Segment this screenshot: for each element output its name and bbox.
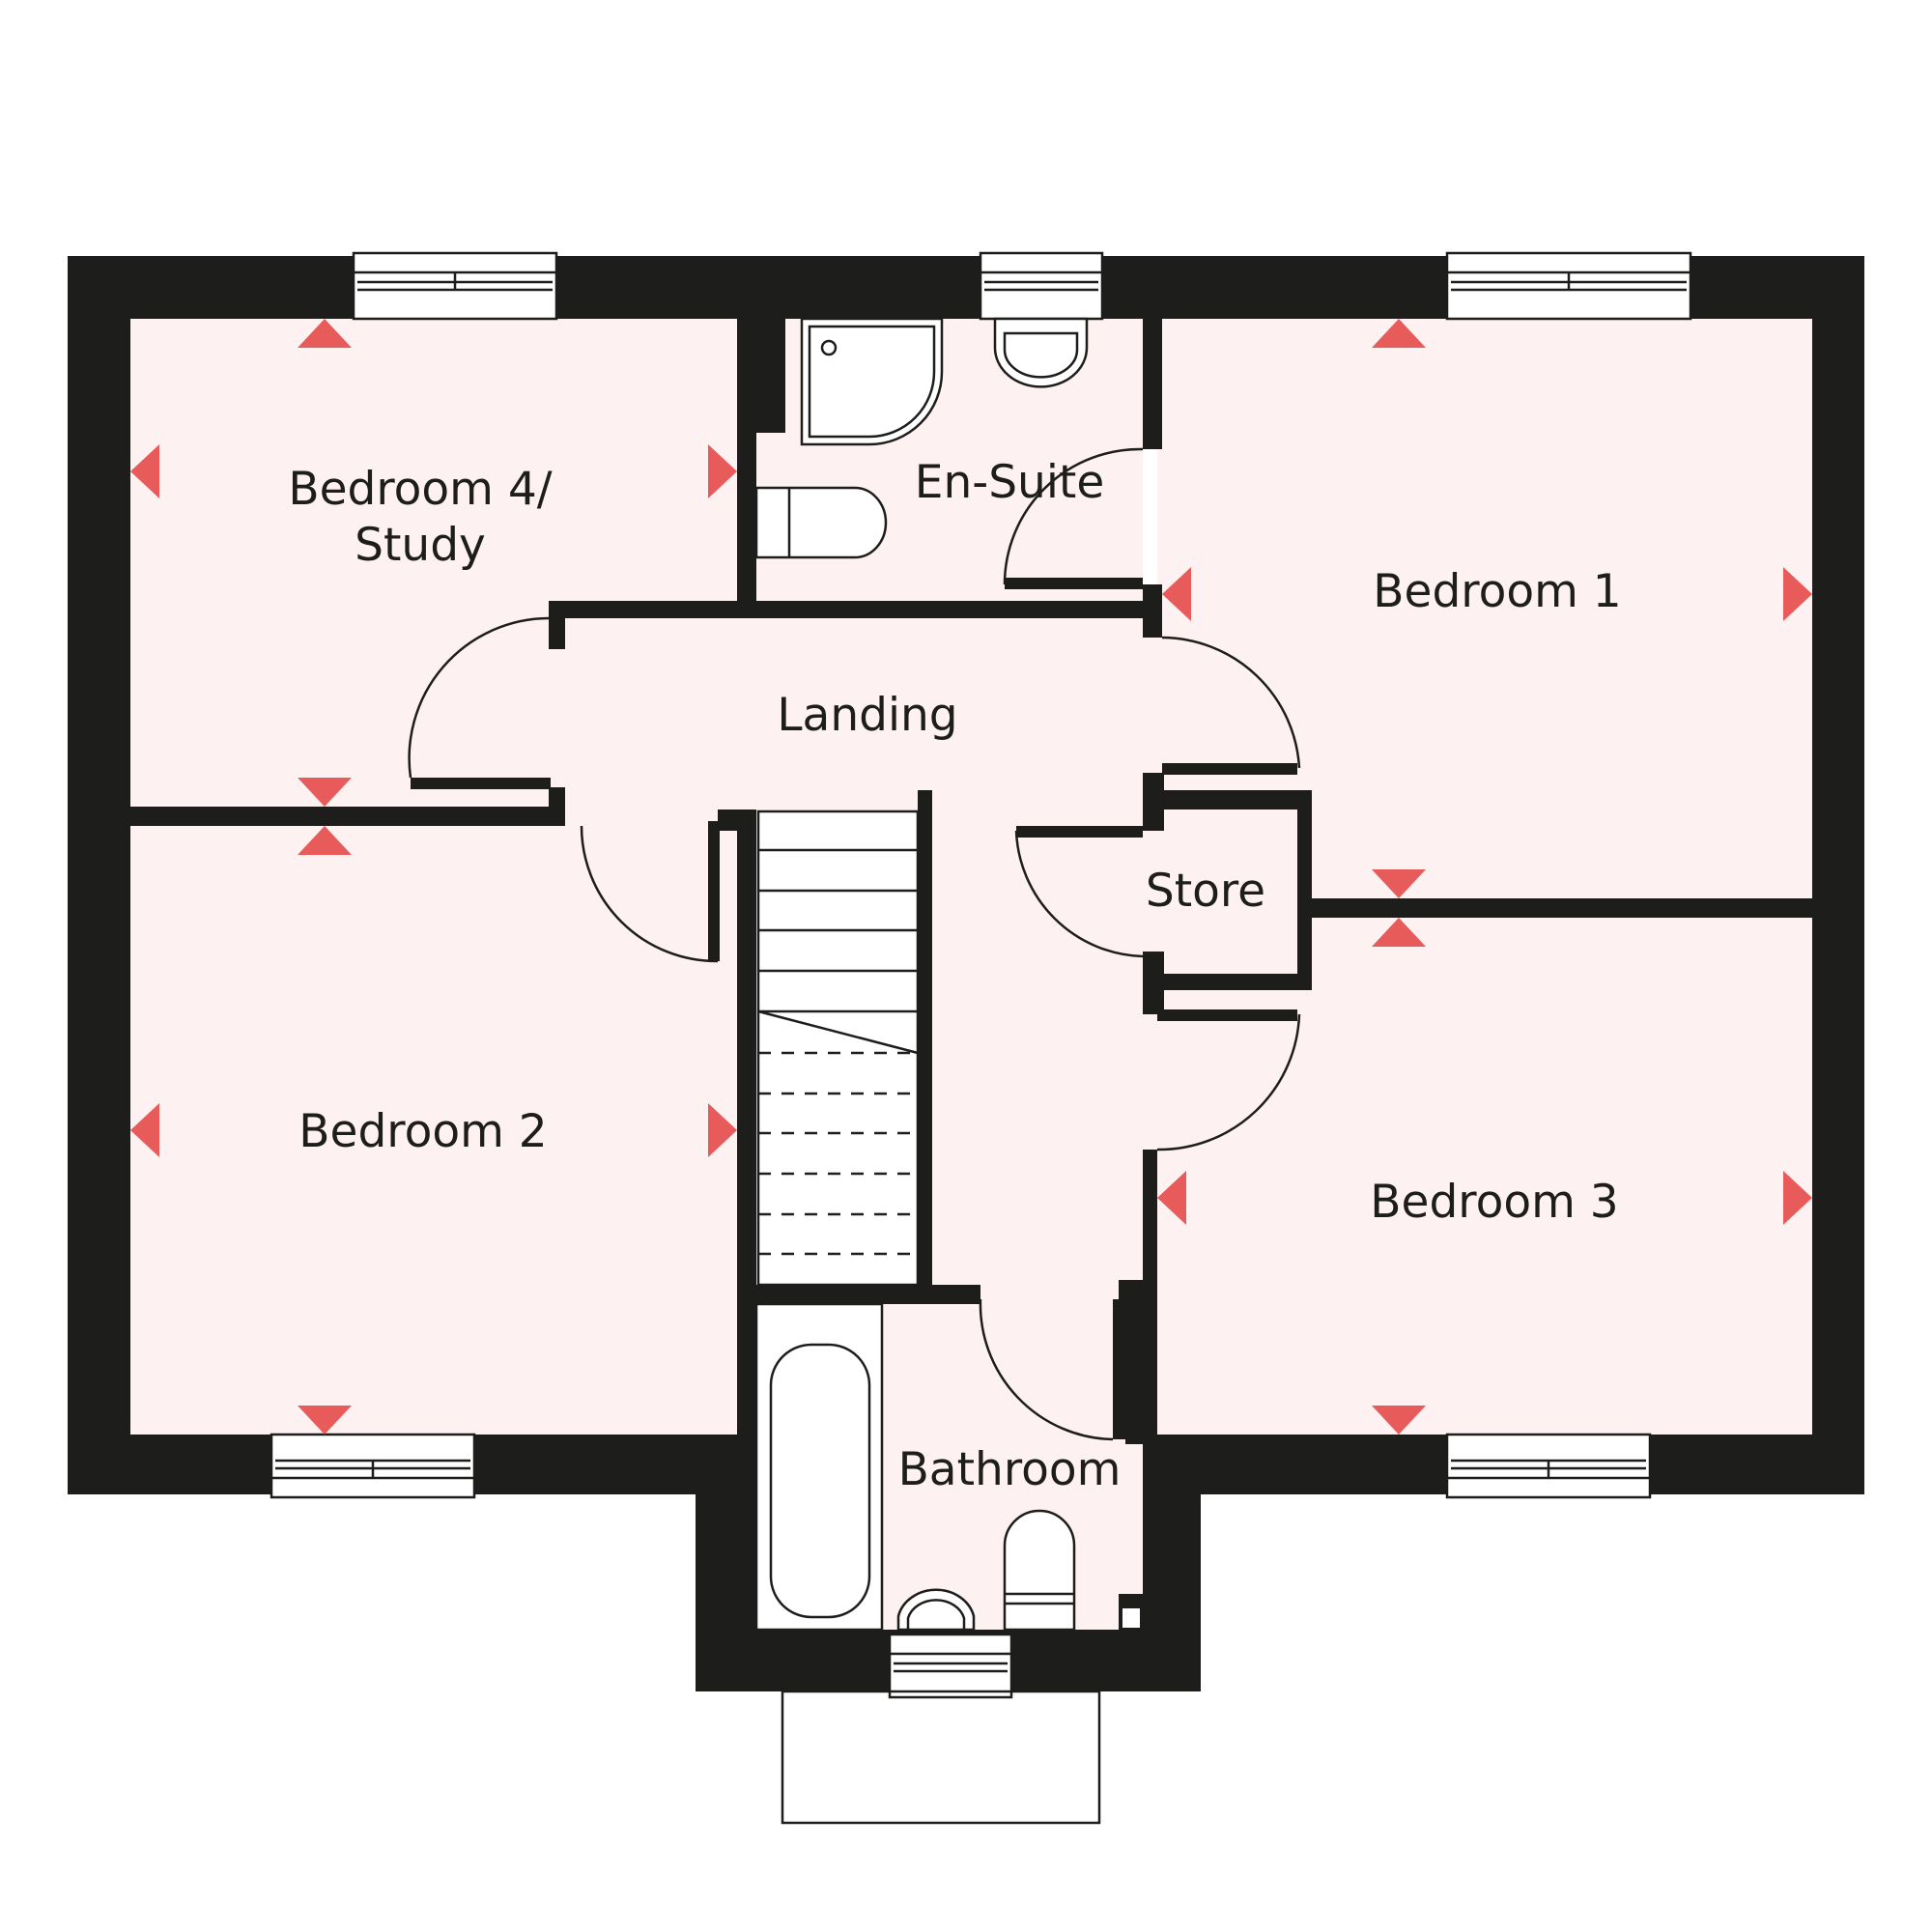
staircase — [756, 810, 920, 1287]
window-bedroom-1 — [1445, 251, 1692, 321]
wall-store-right — [1297, 790, 1312, 988]
door-bathroom — [979, 1298, 1114, 1441]
wall-bathroom-door-jamb — [1113, 1299, 1125, 1439]
bed1-marker-top — [1372, 319, 1426, 348]
soil-stack — [1122, 1608, 1140, 1628]
wall-bed2-right-top — [718, 810, 737, 831]
bed1-marker-left — [1162, 567, 1191, 621]
bed2-marker-left — [130, 1103, 159, 1157]
label-bedroom-1: Bedroom 1 — [1373, 565, 1621, 618]
window-bedroom-3 — [1445, 1433, 1652, 1499]
window-bathroom — [888, 1633, 1013, 1699]
bed3-marker-bottom — [1372, 1406, 1426, 1435]
label-bathroom: Bathroom — [898, 1443, 1122, 1496]
bed2-marker-top — [298, 826, 352, 855]
door-store — [1014, 830, 1144, 958]
window-ensuite — [979, 251, 1104, 321]
wall-ensuite-right-upper — [1143, 319, 1162, 449]
label-landing: Landing — [777, 689, 957, 742]
bedroom-2-floor — [130, 826, 737, 1435]
bathroom-toilet — [1003, 1509, 1076, 1632]
label-ensuite: En-Suite — [915, 456, 1104, 509]
wall-bed3-left — [1143, 1150, 1157, 1435]
wall-right — [1812, 256, 1864, 1494]
wall-bed2-door-jamb — [708, 821, 720, 961]
wall-landing-top — [549, 601, 1162, 618]
window-bedroom-2 — [270, 1433, 476, 1499]
porch-canopy — [781, 1690, 1101, 1825]
wall-bed1-bed3 — [1312, 898, 1812, 918]
door-swings — [408, 447, 1301, 1441]
door-bedroom-4 — [408, 616, 550, 779]
bedroom-3-floor — [1157, 918, 1812, 1435]
bed3-marker-right — [1783, 1171, 1812, 1225]
wall-store-top — [1143, 790, 1312, 810]
door-bedroom-3 — [1156, 1013, 1301, 1151]
bed2-marker-right — [708, 1103, 737, 1157]
bed4-marker-left — [130, 444, 159, 498]
wall-bed3-door-stub — [1157, 1009, 1297, 1021]
bed1-marker-right — [1783, 567, 1812, 621]
wall-left — [68, 256, 130, 1494]
label-bedroom-3: Bedroom 3 — [1370, 1176, 1618, 1229]
wall-bed1-door-stub — [1162, 763, 1297, 775]
wall-bathroom-right — [1125, 1299, 1143, 1444]
dimension-markers — [130, 319, 1812, 1435]
bed4-marker-top — [298, 319, 352, 348]
bed4-marker-right — [708, 444, 737, 498]
label-bedroom-4-line1: Bedroom 4/ — [288, 463, 552, 516]
wall-bathroom-right-top — [1119, 1280, 1143, 1299]
wall-store-bottom — [1143, 974, 1312, 990]
wall-ensuite-door-stub — [1005, 578, 1143, 589]
wall-store-left-lower — [1143, 952, 1164, 1014]
door-bedroom-2 — [580, 825, 719, 963]
bed3-marker-top — [1372, 918, 1426, 947]
bed3-marker-left — [1157, 1171, 1186, 1225]
door-bedroom-1 — [1161, 636, 1301, 769]
bed1-marker-bottom — [1372, 869, 1426, 898]
store-floor — [1157, 807, 1297, 976]
label-bedroom-2: Bedroom 2 — [298, 1105, 547, 1158]
wall-store-left-upper — [1143, 773, 1164, 831]
label-store: Store — [1146, 865, 1265, 918]
room-fills — [130, 319, 1812, 1630]
wall-stair-right — [918, 790, 932, 1285]
wall-landing-left-post — [549, 787, 565, 826]
wall-store-door-stub — [1016, 826, 1143, 838]
wall-bed2-right — [737, 810, 756, 1435]
windows — [270, 251, 1692, 1699]
bed4-marker-bottom — [298, 778, 352, 807]
fixtures — [754, 317, 1140, 1632]
door-ensuite — [1003, 447, 1144, 585]
wall-bed4-bed2 — [130, 807, 565, 826]
internal-walls — [130, 319, 1812, 1630]
wall-bed4-door-stub — [411, 778, 551, 789]
wall-ensuite-left — [737, 319, 756, 618]
label-bedroom-4-line2: Study — [355, 519, 486, 572]
bed2-marker-bottom — [298, 1406, 352, 1435]
wall-ensuite-shelf — [756, 319, 785, 433]
shower-drain — [820, 339, 838, 356]
wall-landing-left-stub — [549, 601, 565, 649]
ensuite-basin — [754, 486, 888, 559]
window-bedroom-4 — [352, 251, 558, 321]
wall-bathroom-top — [756, 1285, 980, 1304]
